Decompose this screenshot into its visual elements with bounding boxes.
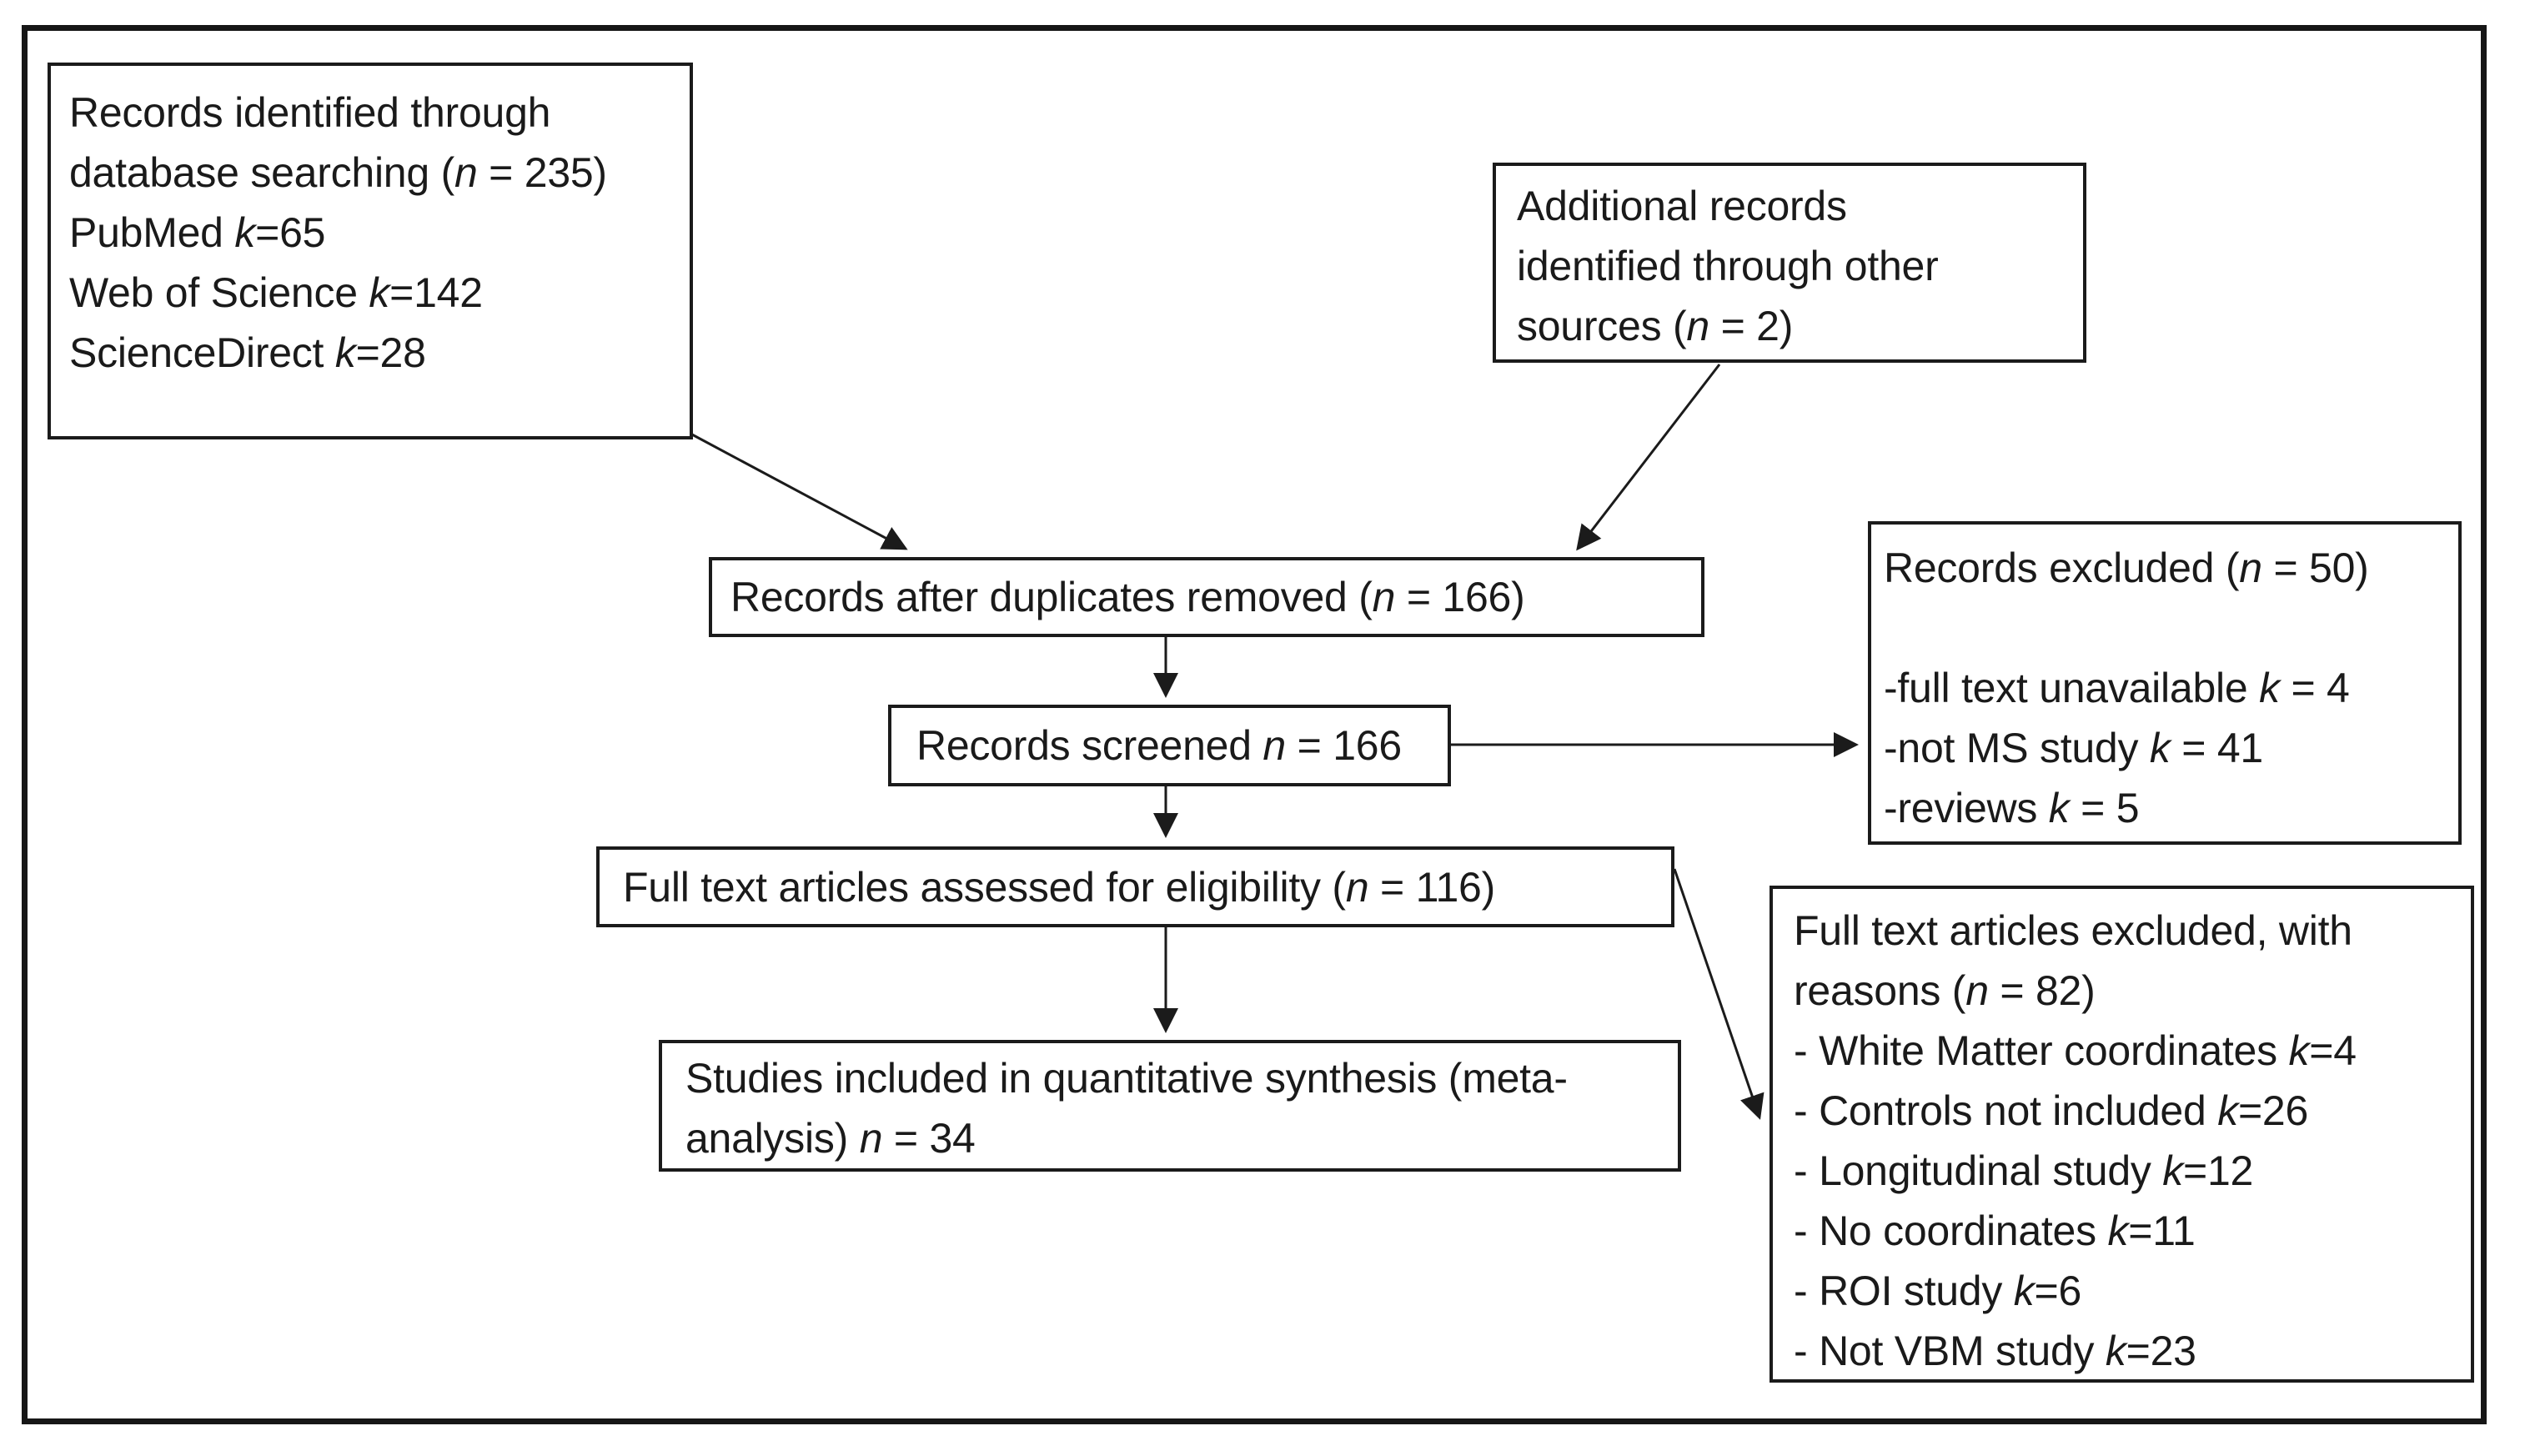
dash-bullet: - <box>1794 1147 1808 1194</box>
text-line: -not MS study k = 41 <box>1884 725 2263 771</box>
box-studies-included: Studies included in quantitative synthes… <box>659 1040 1681 1172</box>
text-line: Controls not included k=26 <box>1819 1087 2309 1134</box>
list-item: - Controls not included k=26 <box>1794 1081 2450 1141</box>
text-line: database searching (n = 235) <box>69 149 607 196</box>
dash-bullet: - <box>1794 1027 1808 1074</box>
dash-bullet: - <box>1794 1328 1808 1374</box>
list-item: - Longitudinal study k=12 <box>1794 1141 2450 1201</box>
text-line: sources (n = 2) <box>1517 303 1794 349</box>
text-line: identified through other <box>1517 243 1939 289</box>
text-line: Studies included in quantitative synthes… <box>685 1055 1568 1102</box>
text-line: -full text unavailable k = 4 <box>1884 665 2350 711</box>
text-line: -reviews k = 5 <box>1884 785 2140 831</box>
text-line: Longitudinal study k=12 <box>1819 1147 2254 1194</box>
text-line: ROI study k=6 <box>1819 1268 2082 1314</box>
box-additional-records: Additional records identified through ot… <box>1493 163 2086 363</box>
text-line: Not VBM study k=23 <box>1819 1328 2196 1374</box>
text-line: ScienceDirect k=28 <box>69 329 426 376</box>
box-duplicates-removed: Records after duplicates removed (n = 16… <box>709 557 1704 637</box>
outer-border <box>22 25 2487 1424</box>
text-line: No coordinates k=11 <box>1819 1207 2196 1254</box>
box-fulltext-assessed: Full text articles assessed for eligibil… <box>596 846 1674 927</box>
text-line: PubMed k=65 <box>69 209 326 256</box>
text-line: Web of Science k=142 <box>69 269 483 316</box>
blank-line <box>1884 598 2446 658</box>
dash-bullet: - <box>1794 1207 1808 1254</box>
text-line: reasons (n = 82) <box>1794 967 2096 1014</box>
text-line: Records after duplicates removed (n = 16… <box>730 574 1525 620</box>
box-records-identified: Records identified through database sear… <box>48 63 693 439</box>
text-line: Records screened n = 166 <box>916 722 1402 769</box>
box-records-excluded: Records excluded (n = 50) -full text una… <box>1868 521 2462 845</box>
text-line: Full text articles assessed for eligibil… <box>623 863 1495 911</box>
text-line: Records excluded (n = 50) <box>1884 545 2369 591</box>
list-item: - Not VBM study k=23 <box>1794 1321 2450 1381</box>
list-item: - White Matter coordinates k=4 <box>1794 1021 2450 1081</box>
text-line: White Matter coordinates k=4 <box>1819 1027 2357 1074</box>
dash-bullet: - <box>1794 1087 1808 1134</box>
text-line: analysis) n = 34 <box>685 1115 976 1162</box>
text-line: Additional records <box>1517 183 1847 229</box>
box-records-screened: Records screened n = 166 <box>888 705 1451 786</box>
dash-bullet: - <box>1794 1268 1808 1314</box>
text-line: Full text articles excluded, with <box>1794 907 2352 954</box>
text-line: Records identified through <box>69 89 551 136</box>
box-fulltext-excluded: Full text articles excluded, with reason… <box>1770 886 2474 1383</box>
list-item: - ROI study k=6 <box>1794 1261 2450 1321</box>
list-item: - No coordinates k=11 <box>1794 1201 2450 1261</box>
